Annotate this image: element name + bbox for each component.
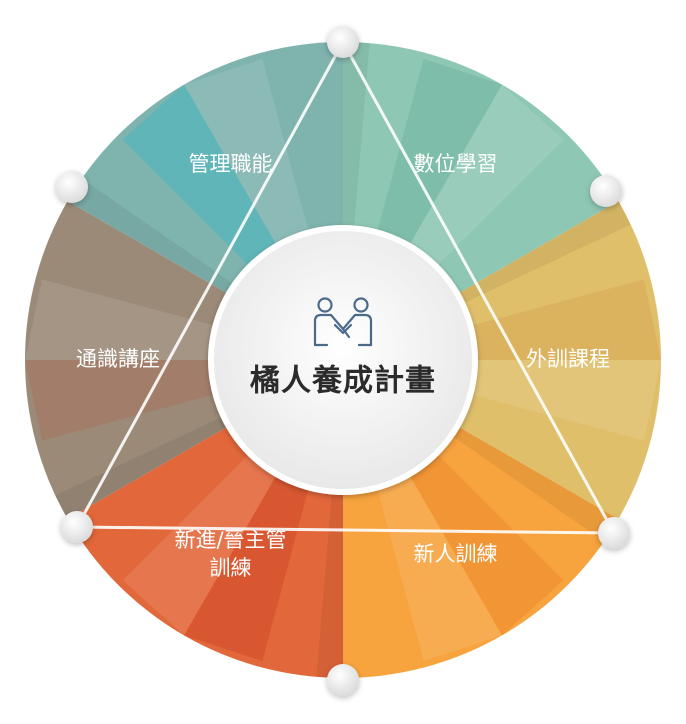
segment-label: 訓練: [210, 556, 252, 580]
node-bottom: [327, 664, 359, 696]
segment-label: 新人訓練: [414, 542, 498, 566]
handshake-icon: [313, 297, 373, 347]
wheel-nodes: [56, 26, 630, 696]
node-top: [327, 26, 359, 58]
segment-label: 數位學習: [414, 152, 498, 176]
triangle-connectors: [75, 41, 616, 535]
segment-label: 新進/晉主管: [174, 528, 286, 552]
node-lower-left: [61, 511, 93, 543]
segment-label: 通識講座: [76, 347, 160, 371]
center-title: 橘人養成計畫: [250, 364, 436, 399]
segment-label: 管理職能: [189, 152, 273, 176]
triangle-edge-right-left: [76, 525, 615, 535]
triangle-edge-left-top: [75, 41, 345, 528]
segment-label: 外訓課程: [526, 347, 610, 371]
node-upper-right: [590, 175, 622, 207]
node-upper-left: [56, 171, 88, 203]
triangle-edge-top-right: [341, 41, 616, 534]
node-lower-right: [598, 517, 630, 549]
center-hub: 橘人養成計畫: [208, 225, 478, 495]
